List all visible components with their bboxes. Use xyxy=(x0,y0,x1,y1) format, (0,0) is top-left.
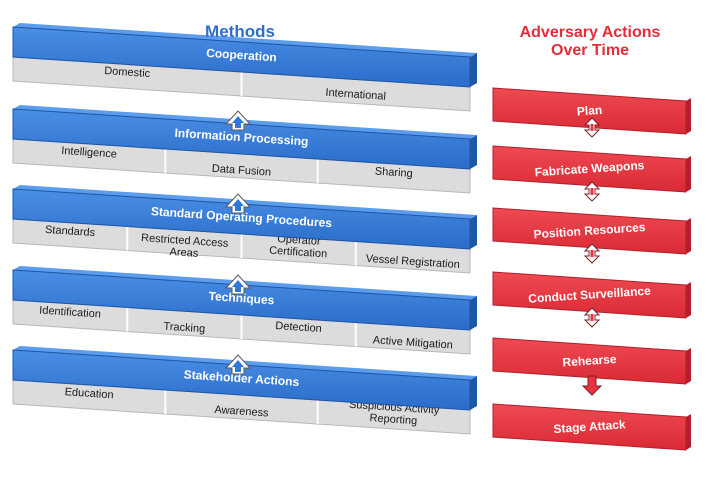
method-band-depth xyxy=(470,296,477,330)
up-arrow-icon xyxy=(224,354,252,375)
adversary-step-box xyxy=(492,87,687,135)
adversary-step-box xyxy=(492,145,687,193)
method-item-label: Education xyxy=(64,386,114,401)
adversary-step-3: Position Resources xyxy=(492,207,691,255)
double-arrow-icon xyxy=(583,243,601,264)
method-band xyxy=(12,108,471,170)
method-title: Cooperation xyxy=(206,46,277,65)
method-title: Techniques xyxy=(208,289,275,307)
double-arrow-icon xyxy=(583,181,601,202)
method-band-depth xyxy=(470,53,477,87)
up-arrow-icon xyxy=(224,110,252,131)
double-arrow-icon xyxy=(583,307,601,328)
method-item-label: International xyxy=(325,87,386,103)
method-item-label: Awareness xyxy=(214,404,269,420)
down-arrow-icon xyxy=(581,375,603,396)
adversary-step-2: Fabricate Weapons xyxy=(492,145,691,193)
method-item-label: Restricted AccessAreas xyxy=(140,232,229,262)
up-arrow-icon xyxy=(224,193,252,214)
methods-title: Methods xyxy=(205,22,275,41)
method-item-label: Detection xyxy=(275,320,322,335)
double-arrow-icon xyxy=(583,117,601,138)
method-item-label: Domestic xyxy=(104,65,151,80)
adversary-step-label: Rehearse xyxy=(562,352,617,370)
adversary-step-6: Stage Attack xyxy=(492,403,691,451)
adversary-step-box xyxy=(492,337,687,385)
method-item-label: Sharing xyxy=(374,166,413,180)
adversary-title-line-1: Adversary Actions xyxy=(519,24,661,41)
method-band xyxy=(12,349,471,411)
adversary-title-line-2: Over Time xyxy=(551,42,629,59)
method-item-label: Active Mitigation xyxy=(372,334,453,351)
adversary-step-label: Plan xyxy=(576,103,602,119)
adversary-step-5: Rehearse xyxy=(492,337,691,385)
adversary-step-box xyxy=(492,207,687,255)
method-band-depth xyxy=(470,215,477,249)
method-band xyxy=(12,269,471,331)
adversary-step-label: Stage Attack xyxy=(553,417,626,436)
method-band xyxy=(12,188,471,250)
adversary-step-4: Conduct Surveillance xyxy=(492,271,691,319)
method-item-label: Identification xyxy=(39,304,101,320)
adversary-title: Adversary Actions Over Time xyxy=(490,24,690,60)
method-band-depth xyxy=(470,376,477,410)
method-item-label: Standards xyxy=(45,224,96,239)
method-item-label: Data Fusion xyxy=(211,163,271,179)
method-band-top xyxy=(13,23,477,57)
adversary-step-box xyxy=(492,271,687,319)
method-band xyxy=(12,26,471,88)
adversary-step-box xyxy=(492,403,687,451)
adversary-step-1: Plan xyxy=(492,87,691,135)
method-item-label: Intelligence xyxy=(61,145,117,161)
method-item-label: Tracking xyxy=(163,321,205,336)
up-arrow-icon xyxy=(224,274,252,295)
method-band-depth xyxy=(470,135,477,169)
